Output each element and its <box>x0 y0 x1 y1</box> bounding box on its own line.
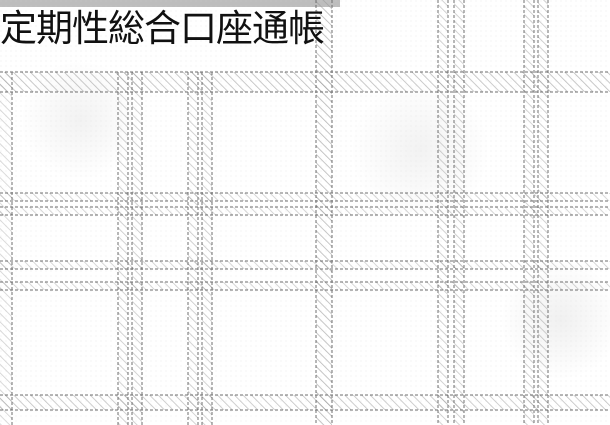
passbook-title: 定期性総合口座通帳 <box>0 7 325 50</box>
